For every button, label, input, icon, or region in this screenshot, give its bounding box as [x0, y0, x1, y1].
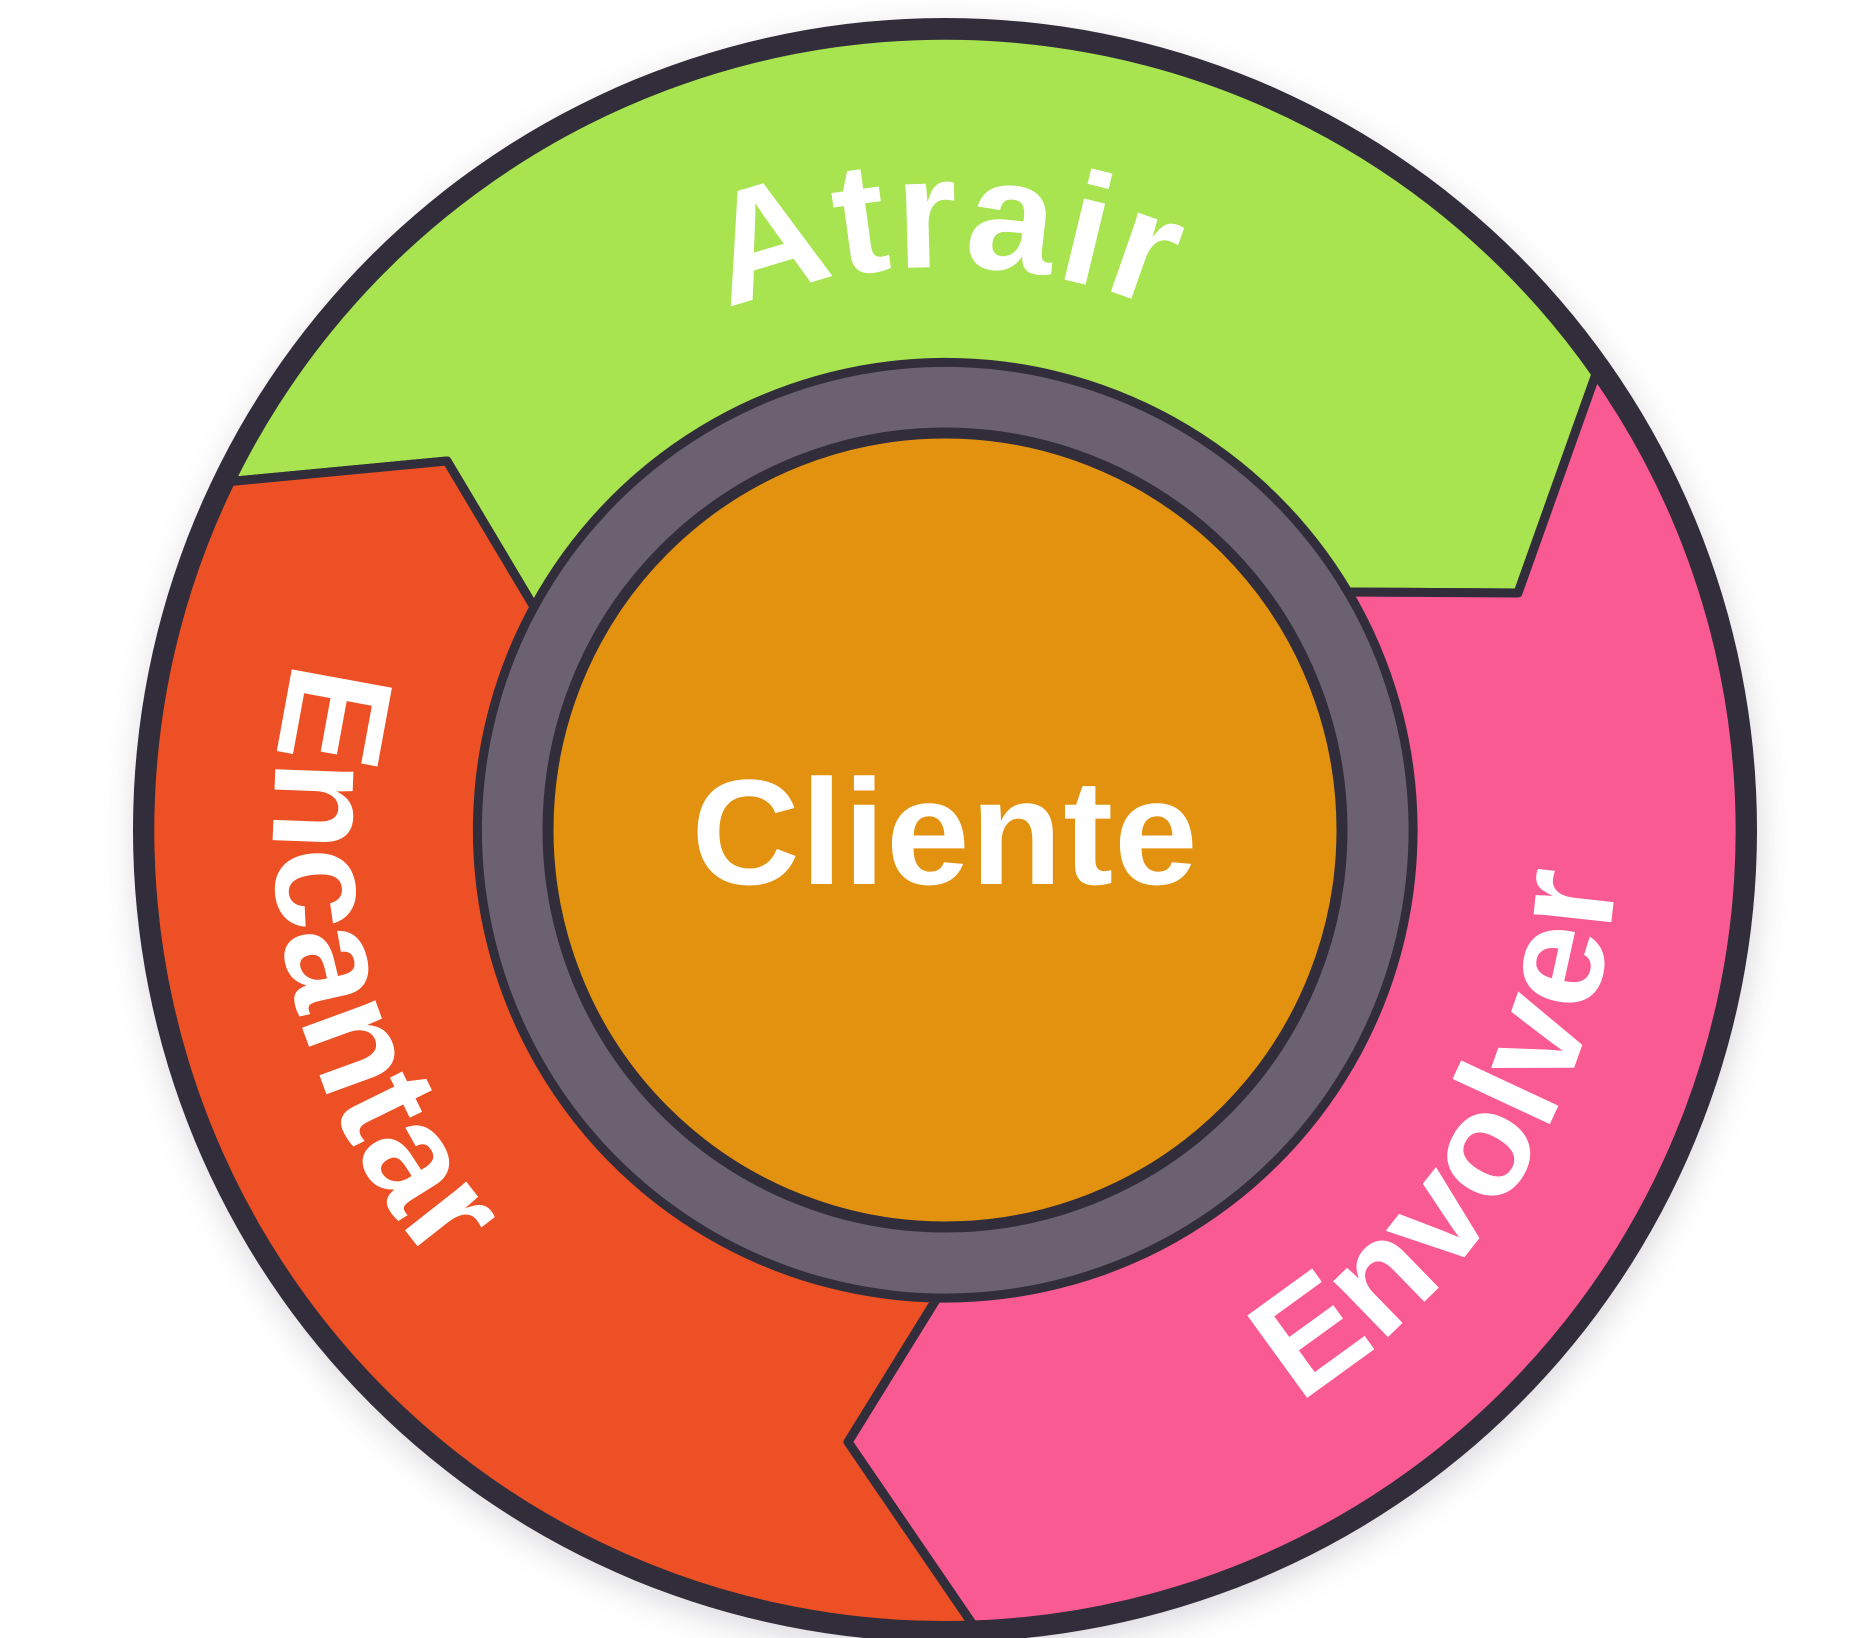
customer-label: Cliente	[691, 748, 1198, 916]
customer-circle	[542, 427, 1348, 1233]
segment-atrair	[226, 30, 1601, 612]
segment-encantar	[145, 456, 978, 1630]
segment-envolver	[843, 369, 1745, 1630]
flywheel-wheel: Atrair Envolver Encantar Cliente	[133, 18, 1757, 1638]
